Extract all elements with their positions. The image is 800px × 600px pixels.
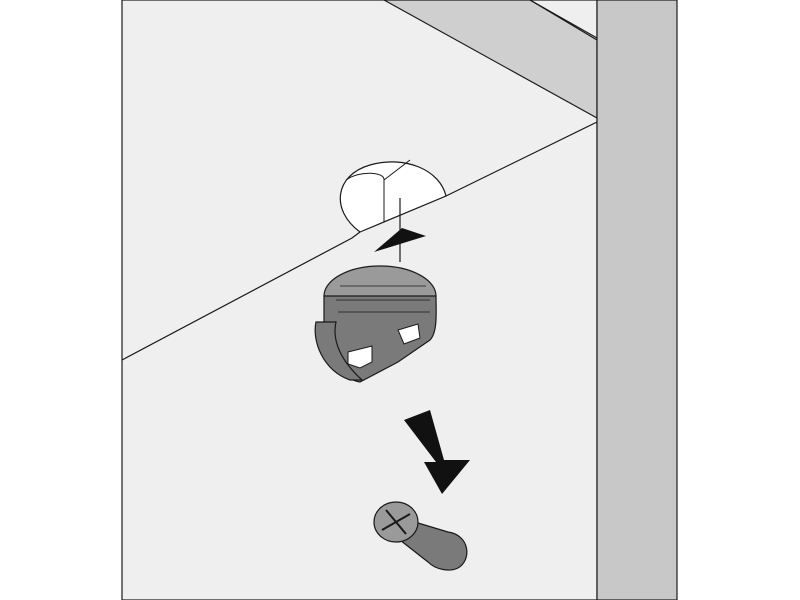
side-panel: [596, 0, 678, 600]
shelf-front-edge: [121, 231, 361, 361]
cam-lock-housing-icon: [314, 265, 437, 383]
screw-direction-arrow-icon: [404, 410, 470, 494]
connector-screw-icon: [373, 501, 468, 571]
shelf-back-edge: [445, 121, 598, 197]
insertion-arrow-icon: [374, 228, 426, 252]
back-rail-edge: [529, 0, 598, 39]
drilled-hole: [339, 159, 447, 233]
